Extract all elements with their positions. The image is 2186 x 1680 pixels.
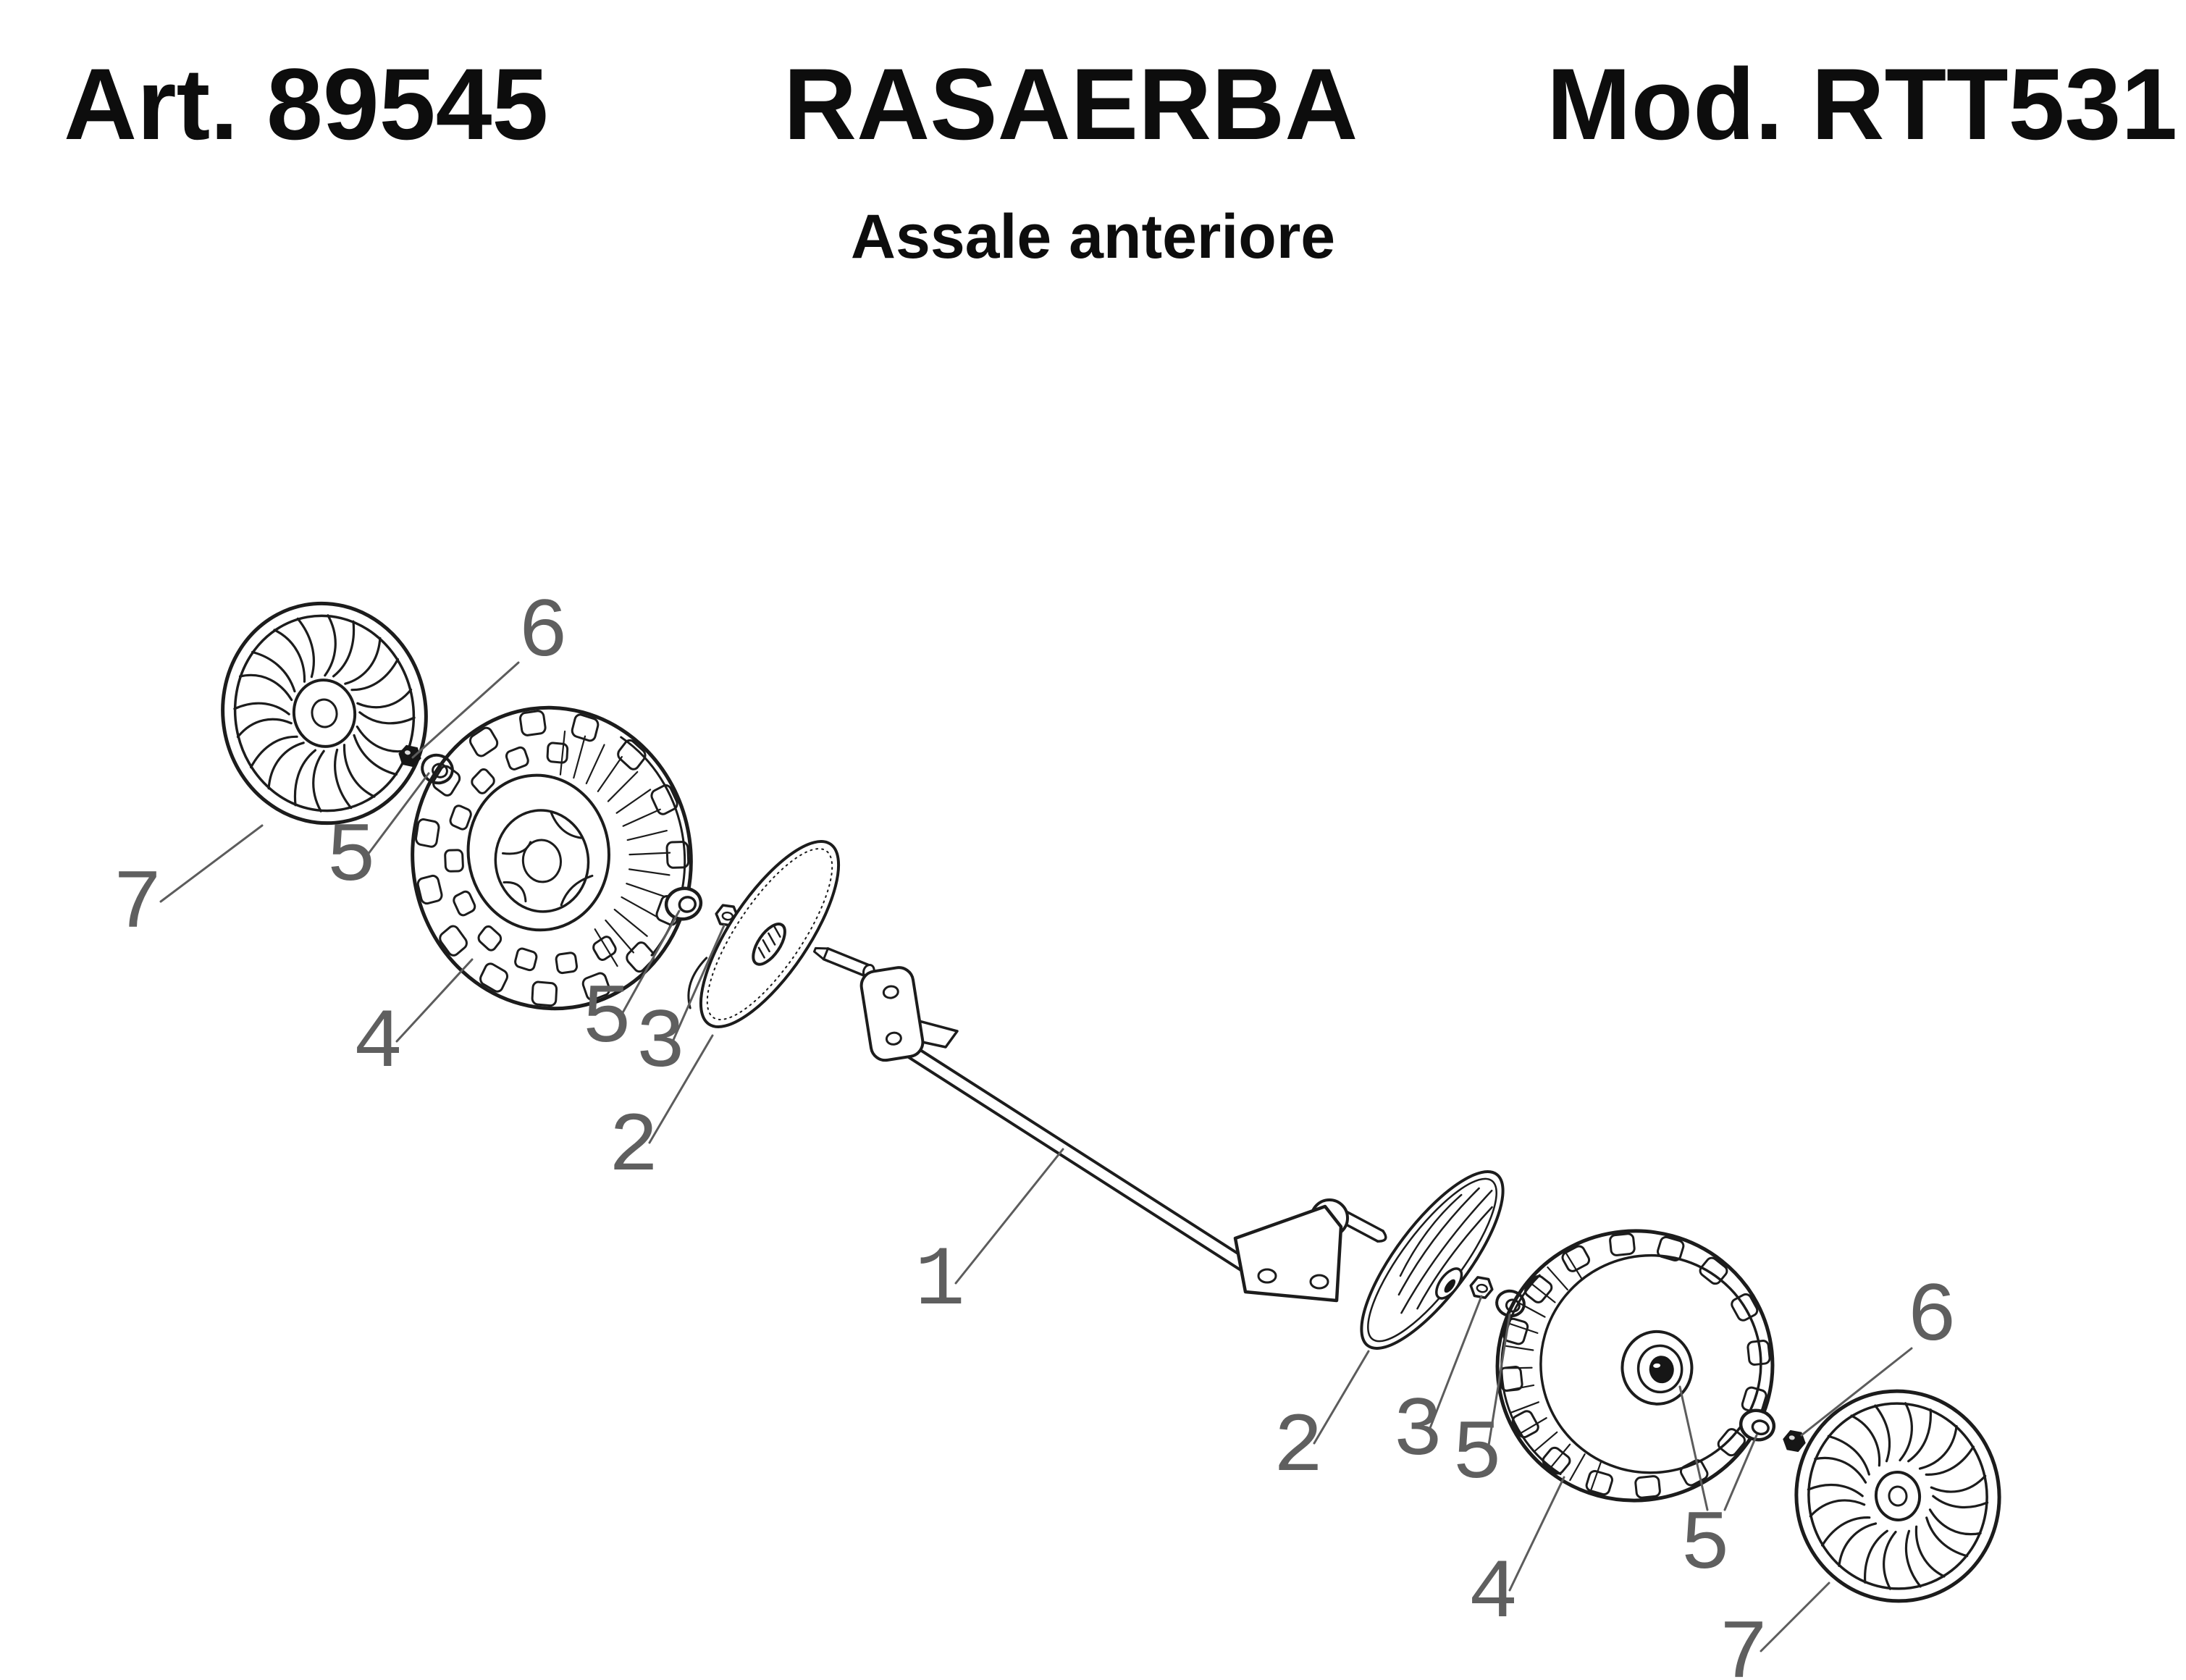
leader-lines <box>159 661 1913 1652</box>
leader-4-left <box>395 958 474 1043</box>
callout-2-right: 2 <box>1273 1400 1324 1495</box>
leader-2-left <box>648 1034 714 1144</box>
callout-6-right: 6 <box>1907 1269 1957 1365</box>
wheel-disc-left <box>687 840 841 1028</box>
diagram-subtitle: Assale anteriore <box>850 202 1336 272</box>
model-number: Mod. RTT531 <box>1547 47 2178 161</box>
leader-3-right <box>1429 1295 1483 1429</box>
bushing-5-left-inner <box>664 886 703 921</box>
nut-6-right <box>1781 1429 1808 1453</box>
leader-1 <box>954 1148 1064 1285</box>
tire-left <box>411 705 693 1011</box>
callout-3-left: 3 <box>635 996 686 1091</box>
callout-4-right: 4 <box>1468 1546 1518 1642</box>
axle-assembly <box>813 946 1387 1303</box>
leader-5-right-outer <box>1723 1434 1758 1511</box>
tire-right <box>1495 1229 1775 1503</box>
bushing-5-right-outer <box>1739 1408 1776 1442</box>
callout-6-left: 6 <box>518 585 568 681</box>
leader-5-left-outer <box>366 772 430 856</box>
leader-7-right <box>1760 1582 1830 1652</box>
callout-7-right: 7 <box>1718 1607 1769 1680</box>
axle-bracket-left <box>859 966 925 1062</box>
product-name: RASAERBA <box>783 47 1358 161</box>
leader-6-right <box>1800 1347 1913 1437</box>
wheel-cover-left <box>221 601 428 826</box>
leader-5-right-hub <box>1678 1385 1709 1511</box>
leader-5-right-inner <box>1487 1313 1511 1451</box>
wheel-cover-right <box>1794 1389 2001 1603</box>
callout-5-left-inner: 5 <box>581 971 632 1067</box>
callout-5-right-mid: 5 <box>1680 1498 1731 1593</box>
axle-rod <box>901 1042 1266 1282</box>
leader-3-left <box>672 924 726 1041</box>
leader-2-right <box>1313 1350 1370 1445</box>
callout-4-left: 4 <box>353 996 403 1091</box>
nut-3-right <box>1468 1274 1495 1301</box>
callout-3-right: 3 <box>1392 1384 1443 1479</box>
callout-1-axle: 1 <box>915 1233 965 1329</box>
callout-5-right-inner: 5 <box>1452 1407 1502 1503</box>
callout-5-left-outer: 5 <box>326 810 377 905</box>
callout-7-left: 7 <box>112 857 163 952</box>
leader-4-right <box>1508 1476 1565 1592</box>
leader-7-left <box>159 824 264 903</box>
callout-numbers: 6 7 5 4 5 3 2 1 2 3 5 4 5 6 7 <box>112 585 1957 1680</box>
leader-6-left <box>411 661 520 759</box>
axle-bracket-right <box>1233 1198 1349 1303</box>
leader-5-left-inner <box>620 910 681 1017</box>
callout-2-left: 2 <box>608 1099 659 1195</box>
article-number: Art. 89545 <box>64 47 549 161</box>
nut-6-left <box>396 744 424 768</box>
wheel-disc-right <box>1360 1170 1505 1350</box>
